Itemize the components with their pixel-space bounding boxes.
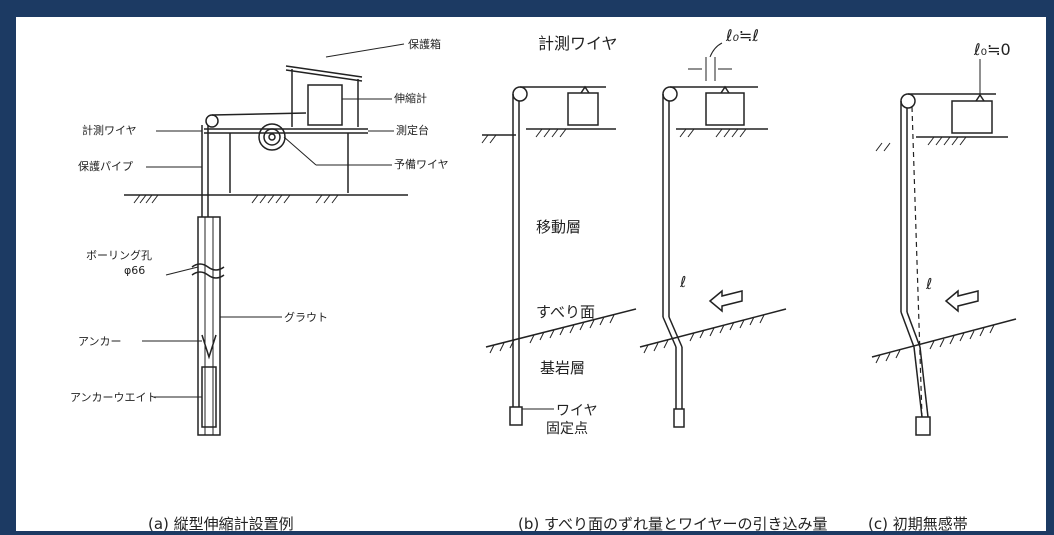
caption-b: (b) すべり面のずれ量とワイヤーの引き込み量 bbox=[518, 515, 828, 533]
caption-a: (a) 縦型伸縮計設置例 bbox=[148, 515, 294, 533]
label-boring-diameter: φ66 bbox=[124, 264, 145, 277]
label-slip-surface: すべり面 bbox=[536, 303, 595, 321]
slip-surface-c bbox=[871, 318, 1017, 358]
slip-surface-b1 bbox=[485, 308, 637, 348]
label-measurement-wire-b: 計測ワイヤ bbox=[538, 34, 618, 53]
fixed-point-b1 bbox=[509, 406, 523, 426]
fixed-point-b2 bbox=[673, 408, 685, 428]
label-wire: ワイヤ bbox=[556, 403, 598, 419]
label-l0-approx-l: ℓ₀≒ℓ bbox=[725, 26, 759, 45]
label-measurement-wire-a: 計測ワイヤ bbox=[82, 123, 137, 137]
slip-surface-b2 bbox=[639, 308, 787, 348]
figure-panel: 保護箱 伸縮計 測定台 予備ワイヤ 計測ワイヤ 保護パイプ ボーリング孔 φ66… bbox=[16, 17, 1046, 533]
pulley-c bbox=[900, 93, 916, 109]
extensometer-b2 bbox=[705, 92, 745, 126]
fixed-point-c bbox=[915, 416, 931, 436]
panel-b-right-diagram bbox=[639, 42, 787, 428]
protection-box-roof bbox=[285, 65, 363, 78]
label-spare-wire: 予備ワイヤ bbox=[394, 158, 449, 171]
label-ell-c: ℓ bbox=[925, 275, 932, 293]
diagram-canvas: 保護箱 伸縮計 測定台 予備ワイヤ 計測ワイヤ 保護パイプ ボーリング孔 φ66… bbox=[70, 26, 1017, 437]
panel-c-diagram bbox=[871, 59, 1017, 436]
spare-wire-coil bbox=[258, 123, 286, 151]
label-fixed-point: 固定点 bbox=[546, 421, 588, 437]
extensometer-b1 bbox=[567, 92, 599, 126]
label-l0-approx-0: ℓ₀≒0 bbox=[973, 40, 1011, 59]
panel-a-diagram bbox=[124, 43, 408, 436]
label-boring-hole: ボーリング孔 bbox=[86, 248, 152, 262]
pulley-b2 bbox=[662, 86, 678, 102]
label-anchor-weight: アンカーウエイト bbox=[70, 391, 158, 404]
label-anchor: アンカー bbox=[78, 335, 122, 348]
extensometer-box bbox=[307, 84, 343, 126]
anchor bbox=[201, 334, 217, 360]
shift-arrow-b bbox=[708, 289, 743, 313]
shift-arrow-c bbox=[944, 289, 979, 313]
panel-b-left-diagram bbox=[481, 85, 637, 426]
label-protection-box: 保護箱 bbox=[408, 37, 441, 51]
label-measurement-stand: 測定台 bbox=[396, 123, 429, 137]
label-bedrock: 基岩層 bbox=[540, 359, 585, 377]
label-moving-layer: 移動層 bbox=[536, 218, 581, 236]
label-protection-pipe: 保護パイプ bbox=[78, 159, 133, 173]
pulley-b1 bbox=[512, 86, 528, 102]
caption-c: (c) 初期無感帯 bbox=[868, 515, 968, 533]
extensometer-c bbox=[951, 100, 993, 134]
boring-hole bbox=[197, 216, 221, 436]
anchor-weight bbox=[201, 366, 217, 428]
label-extensometer: 伸縮計 bbox=[394, 91, 427, 105]
label-grout: グラウト bbox=[284, 310, 328, 324]
label-ell-b: ℓ bbox=[679, 273, 686, 291]
